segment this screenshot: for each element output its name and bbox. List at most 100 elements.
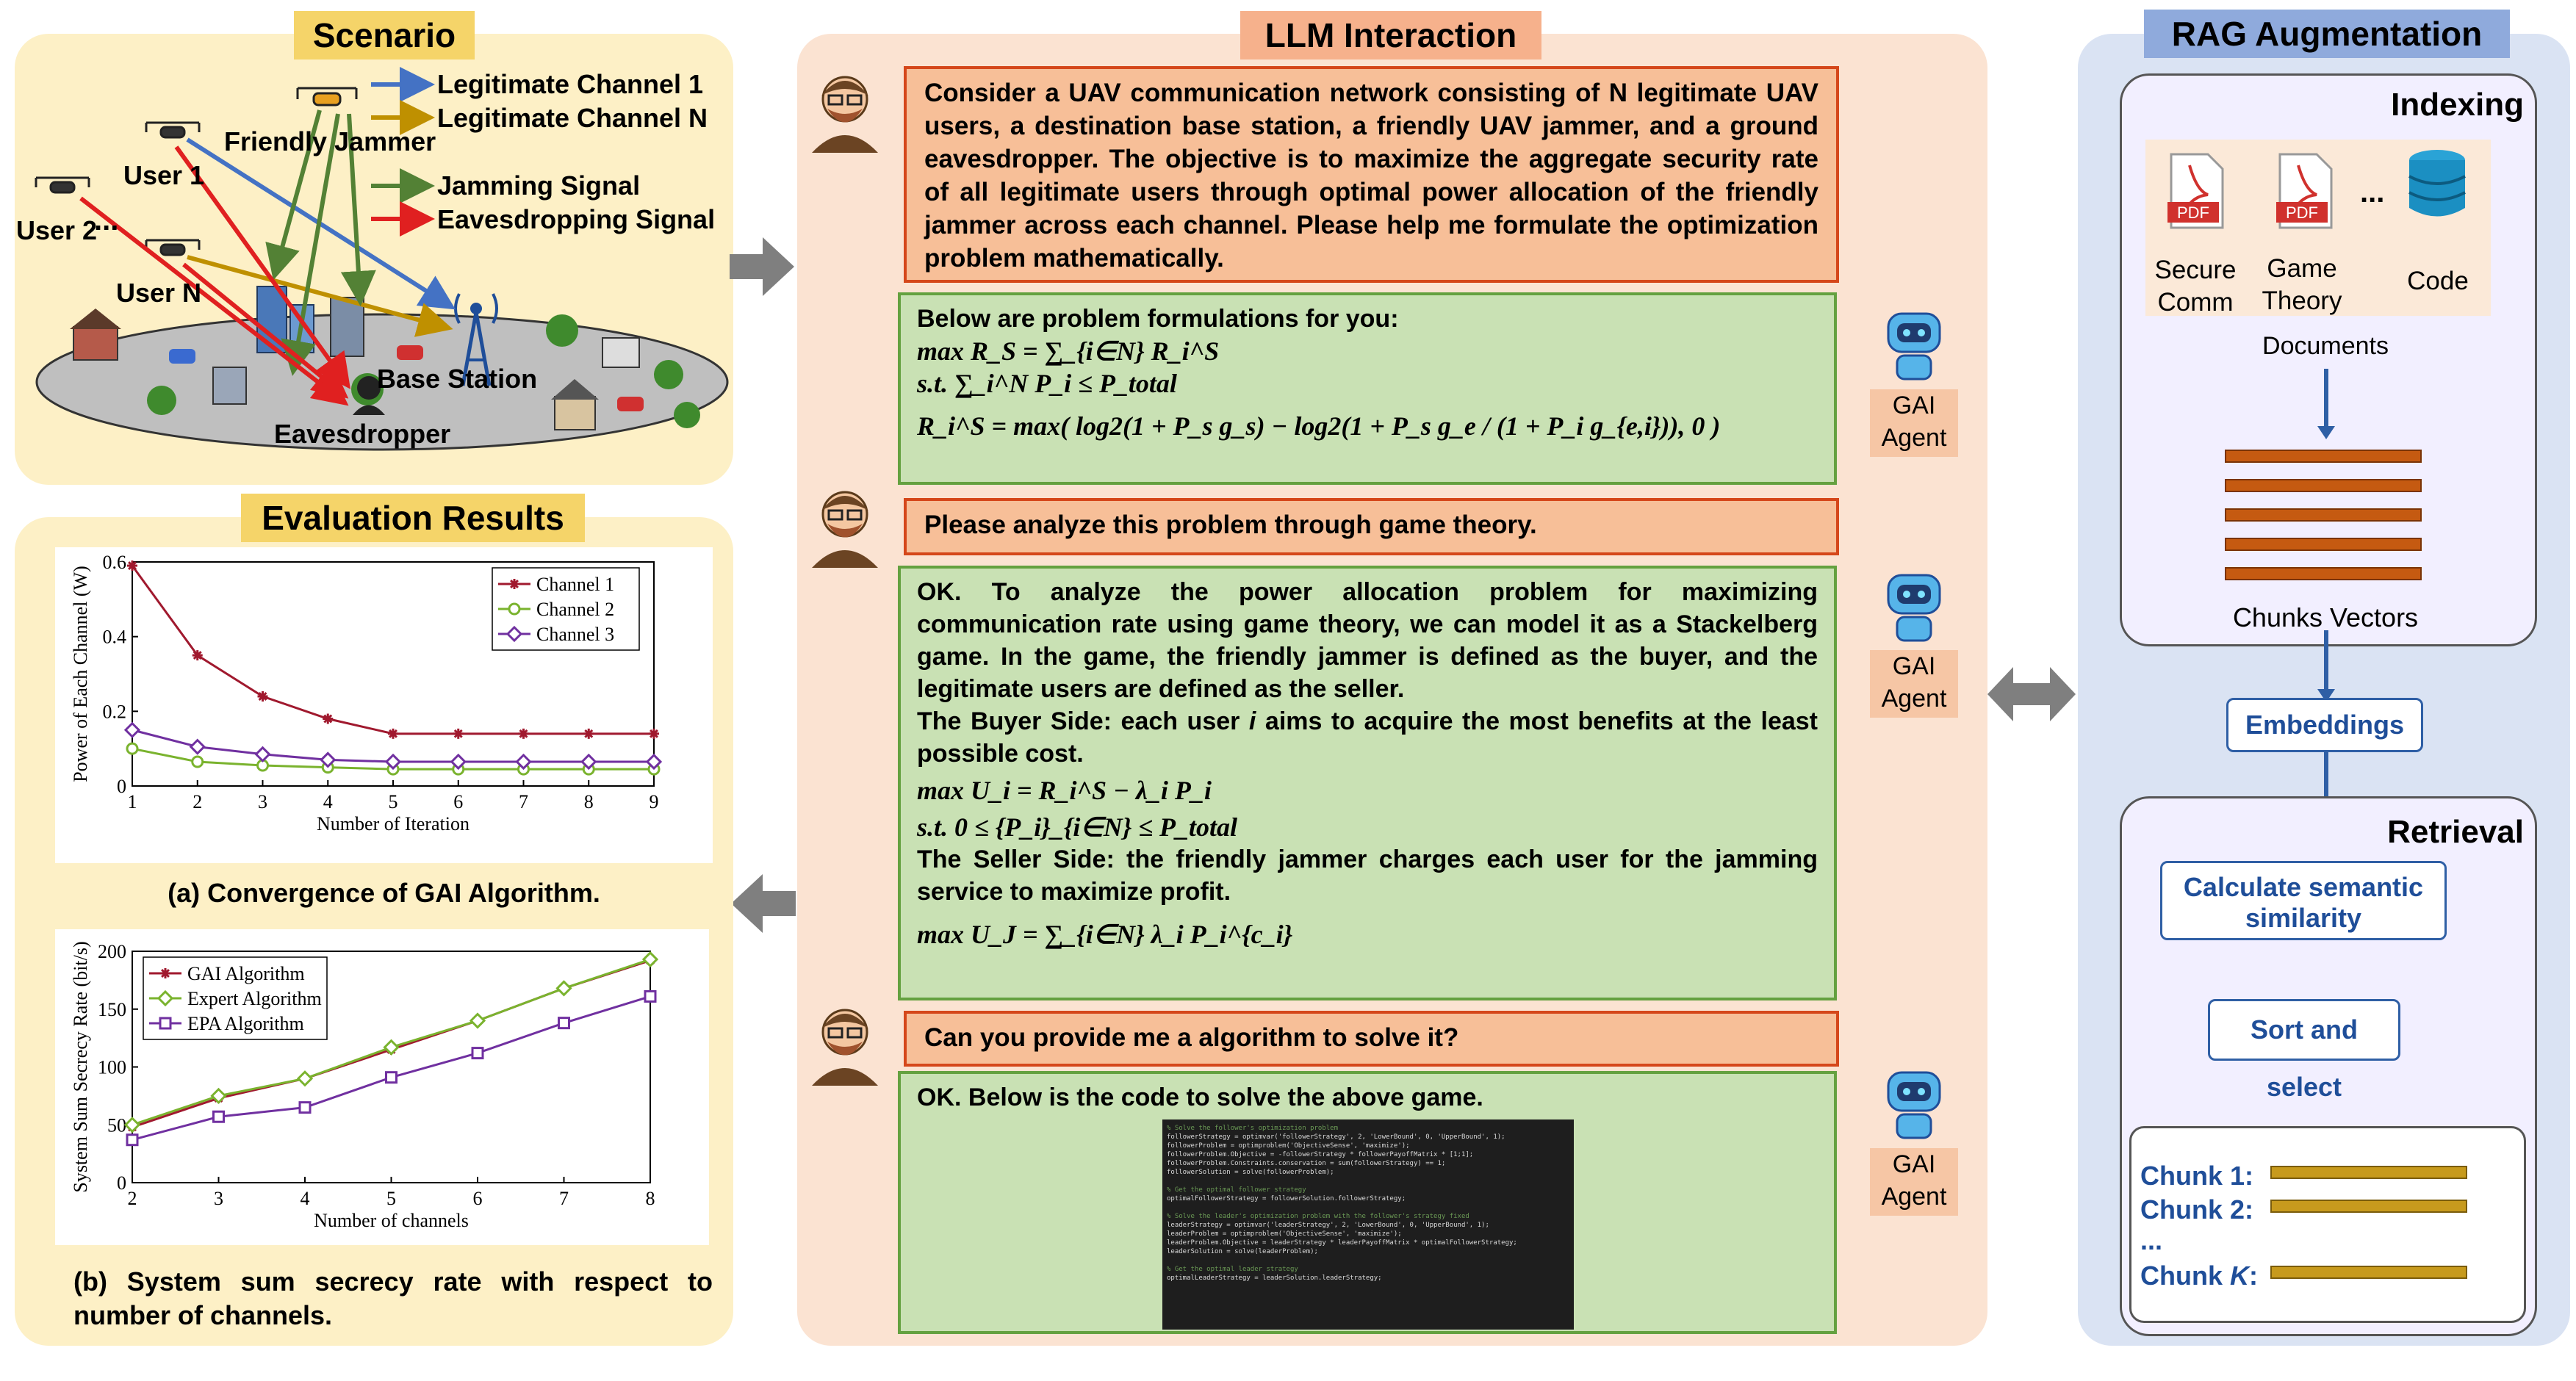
evaluation-title: Evaluation Results [241,494,585,542]
x-tick-label: 3 [258,791,267,812]
pdf-label: PDF [2286,203,2318,222]
answer-1-eq-2: s.t. ∑_i^N P_i ≤ P_total [917,369,1177,398]
data-point [323,713,334,724]
documents-label: Documents [2262,332,2389,360]
x-tick-label: 6 [473,1188,483,1209]
answer-1-eq-3: R_i^S = max( log2(1 + P_s g_s) − log2(1 … [917,411,1721,441]
caption-b: (b) System sum secrecy rate with respect… [73,1266,713,1330]
question-2-bubble: Please analyze this problem through game… [904,498,1839,555]
agent-label: GAI Agent [1870,1148,1958,1216]
chunk-vector-bar [2225,538,2422,551]
caption-a: (a) Convergence of GAI Algorithm. [168,878,600,908]
data-point [388,728,398,739]
data-point [320,751,337,768]
y-tick-label: 0.6 [103,552,127,573]
agent-label: GAI Agent [1870,389,1958,457]
legend-channel-n: Legitimate Channel N [437,103,708,133]
question-1-bubble: Consider a UAV communication network con… [904,66,1839,283]
x-tick-label: 1 [128,791,137,812]
answer-2-eq-2: s.t. 0 ≤ {P_i}_{i∈N} ≤ P_total [917,812,1238,842]
chunk-vector-bar [2225,567,2422,580]
legend-eavesdropping: Eavesdropping Signal [437,204,716,234]
user-avatar-icon [812,1009,878,1086]
data-point [558,1017,570,1030]
semantic-similarity-box: Calculate semantic similarity [2160,861,2447,940]
y-tick-label: 0.4 [103,627,127,648]
data-point [469,1012,486,1029]
question-3-text: Can you provide me a algorithm to solve … [924,1023,1459,1052]
code-line: % Solve the leader's optimization proble… [1167,1213,1469,1220]
robot-agent-icon [1887,574,1941,642]
pdf-label: PDF [2177,203,2209,222]
legend-label: EPA Algorithm [187,1013,304,1034]
drone-icons [35,87,358,256]
data-point [583,728,594,739]
x-tick-label: 7 [559,1188,569,1209]
indexing-title: Indexing [2391,87,2524,123]
data-point [191,755,204,768]
code-line: % Solve the follower's optimization prob… [1167,1125,1338,1132]
chunk-1-label: Chunk 1: [2140,1161,2254,1191]
data-point [518,728,529,739]
doc-label-secure-comm: Secure Comm [2154,256,2237,317]
legend-marker [159,1017,172,1030]
data-point [580,753,597,771]
label-base-station: Base Station [377,364,538,394]
data-point [296,1070,314,1087]
double-arrow-icon [1987,667,2076,721]
chunk-1-bar [2270,1166,2467,1179]
code-line: leaderProblem = optimproblem('ObjectiveS… [1167,1230,1402,1238]
signal-arrows [79,109,456,406]
code-line: leaderProblem.Objective = leaderStrategy… [1167,1239,1517,1247]
data-point [126,1133,139,1147]
y-tick-label: 100 [98,1057,126,1078]
x-tick-label: 5 [386,1188,396,1209]
answer-1-eq-1: max R_S = ∑_{i∈N} R_i^S [917,336,1220,366]
code-line: leaderStrategy = optimvar('leaderStrateg… [1167,1222,1489,1229]
code-block: % Solve the follower's optimization prob… [1162,1119,1574,1330]
embeddings-box: Embeddings [2226,698,2423,752]
legend-marker [506,625,523,643]
chunk-vector-bar [2225,508,2422,522]
code-line [1167,1177,1569,1186]
x-tick-label: 8 [646,1188,655,1209]
code-line [1167,1256,1569,1265]
legend-marker [508,602,521,616]
code-line: % Get the optimal leader strategy [1167,1266,1298,1273]
answer-2-para-1: OK. To analyze the power allocation prob… [917,578,1818,703]
code-line: followerProblem.Objective = -followerStr… [1167,1151,1474,1158]
robot-agent-icon [1887,1071,1941,1139]
data-point [298,1101,312,1114]
scenario-title: Scenario [294,11,475,60]
data-point [453,728,464,739]
legend-label: Channel 2 [536,599,614,620]
code-line: leaderSolution = solve(leaderProblem); [1167,1248,1318,1255]
base-station-icon [454,293,498,386]
data-point [257,691,268,702]
code-line: followerProblem.Constraints.conservation… [1167,1160,1446,1167]
x-tick-label: 4 [301,1188,310,1209]
documents-dots: ... [2360,176,2385,209]
chunk-2-label: Chunk 2: [2140,1194,2254,1225]
x-tick-label: 8 [584,791,594,812]
code-line: followerSolution = solve(followerProblem… [1167,1169,1334,1176]
y-tick-label: 0 [117,776,126,797]
data-point [450,753,467,771]
user-avatar-icon [812,491,878,568]
question-1-text: Consider a UAV communication network con… [924,79,1818,273]
data-point [555,980,572,997]
legend-marker [160,968,170,978]
x-tick-label: 7 [519,791,528,812]
question-3-bubble: Can you provide me a algorithm to solve … [904,1011,1839,1067]
doc-label-game-theory: Game Theory [2262,254,2342,315]
chunk-k-bar [2270,1266,2467,1279]
label-user-n: User N [116,278,202,308]
legend-label: Expert Algorithm [187,988,322,1009]
data-point [471,1047,484,1060]
question-2-text: Please analyze this problem through game… [924,511,1537,539]
data-point [123,721,141,738]
data-point [515,753,532,771]
code-line: followerProblem = optimproblem('Objectiv… [1167,1142,1410,1150]
